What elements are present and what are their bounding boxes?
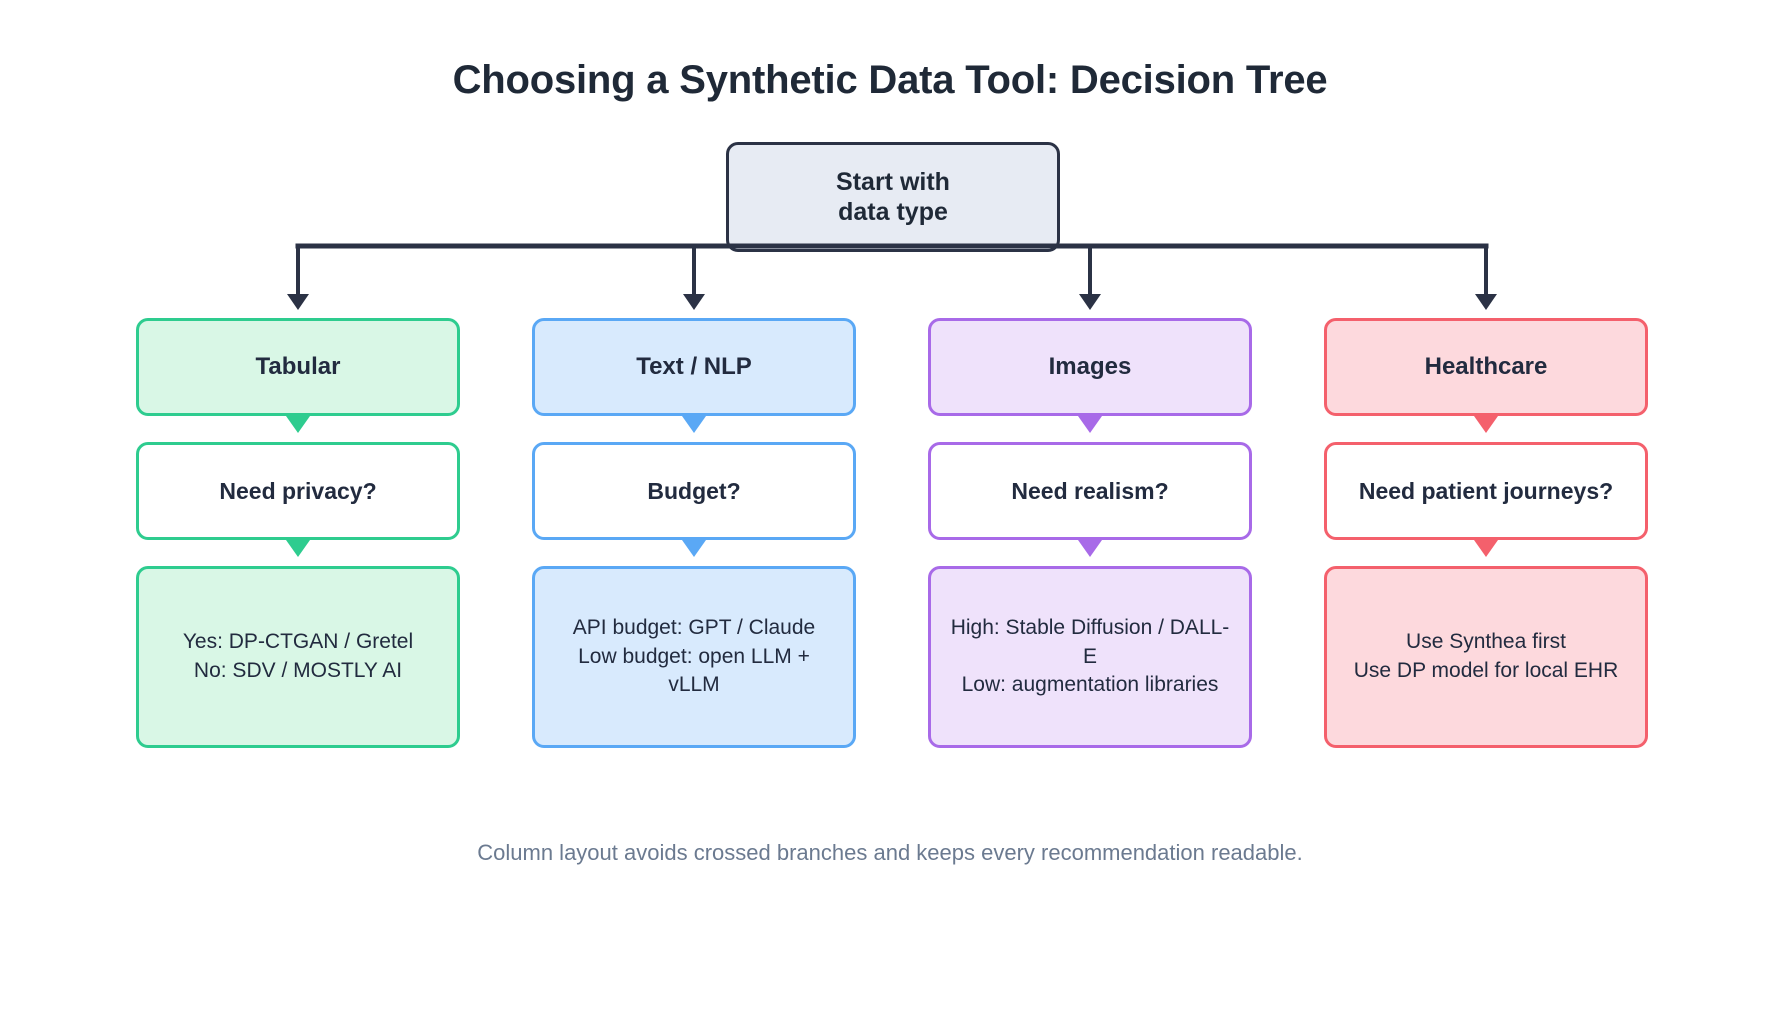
outcome-label: High: Stable Diffusion / DALL-E Low: aug… bbox=[950, 615, 1230, 697]
footer-caption: Column layout avoids crossed branches an… bbox=[477, 840, 1303, 865]
arrow-category-to-question bbox=[532, 416, 856, 442]
outcome-node-healthcare: Use Synthea first Use DP model for local… bbox=[1324, 566, 1648, 748]
category-node-images: Images bbox=[928, 318, 1252, 416]
question-node-need-privacy: Need privacy? bbox=[136, 442, 460, 540]
category-label: Healthcare bbox=[1424, 352, 1548, 380]
arrow-category-to-question bbox=[928, 416, 1252, 442]
outcome-node-images: High: Stable Diffusion / DALL-E Low: aug… bbox=[928, 566, 1252, 748]
question-label: Need patient journeys? bbox=[1358, 477, 1614, 504]
arrow-question-to-outcome bbox=[1324, 540, 1648, 566]
root-node-start-with-data-type: Start with data type bbox=[726, 142, 1060, 252]
question-label: Budget? bbox=[647, 477, 741, 504]
branch-column-text-nlp: Text / NLP Budget? API budget: GPT / Cla… bbox=[532, 318, 856, 748]
category-label: Text / NLP bbox=[636, 352, 752, 380]
question-node-need-patient-journeys: Need patient journeys? bbox=[1324, 442, 1648, 540]
category-node-tabular: Tabular bbox=[136, 318, 460, 416]
outcome-node-text-nlp: API budget: GPT / Claude Low budget: ope… bbox=[532, 566, 856, 748]
outcome-label: Use Synthea first Use DP model for local… bbox=[1353, 630, 1619, 682]
category-node-text-nlp: Text / NLP bbox=[532, 318, 856, 416]
arrow-question-to-outcome bbox=[136, 540, 460, 566]
arrow-question-to-outcome bbox=[928, 540, 1252, 566]
branch-column-tabular: Tabular Need privacy? Yes: DP-CTGAN / Gr… bbox=[136, 318, 460, 748]
category-node-healthcare: Healthcare bbox=[1324, 318, 1648, 416]
arrow-question-to-outcome bbox=[532, 540, 856, 566]
root-node-label: Start with data type bbox=[836, 167, 950, 227]
outcome-node-tabular: Yes: DP-CTGAN / Gretel No: SDV / MOSTLY … bbox=[136, 566, 460, 748]
outcome-label: API budget: GPT / Claude Low budget: ope… bbox=[572, 615, 816, 697]
arrow-category-to-question bbox=[1324, 416, 1648, 442]
question-label: Need realism? bbox=[1011, 477, 1169, 504]
branch-column-images: Images Need realism? High: Stable Diffus… bbox=[928, 318, 1252, 748]
category-label: Tabular bbox=[255, 352, 341, 380]
arrow-category-to-question bbox=[136, 416, 460, 442]
question-node-budget: Budget? bbox=[532, 442, 856, 540]
category-label: Images bbox=[1048, 352, 1132, 380]
branch-column-healthcare: Healthcare Need patient journeys? Use Sy… bbox=[1324, 318, 1648, 748]
outcome-label: Yes: DP-CTGAN / Gretel No: SDV / MOSTLY … bbox=[182, 630, 414, 682]
question-label: Need privacy? bbox=[219, 477, 377, 504]
page-title: Choosing a Synthetic Data Tool: Decision… bbox=[452, 58, 1328, 102]
question-node-need-realism: Need realism? bbox=[928, 442, 1252, 540]
